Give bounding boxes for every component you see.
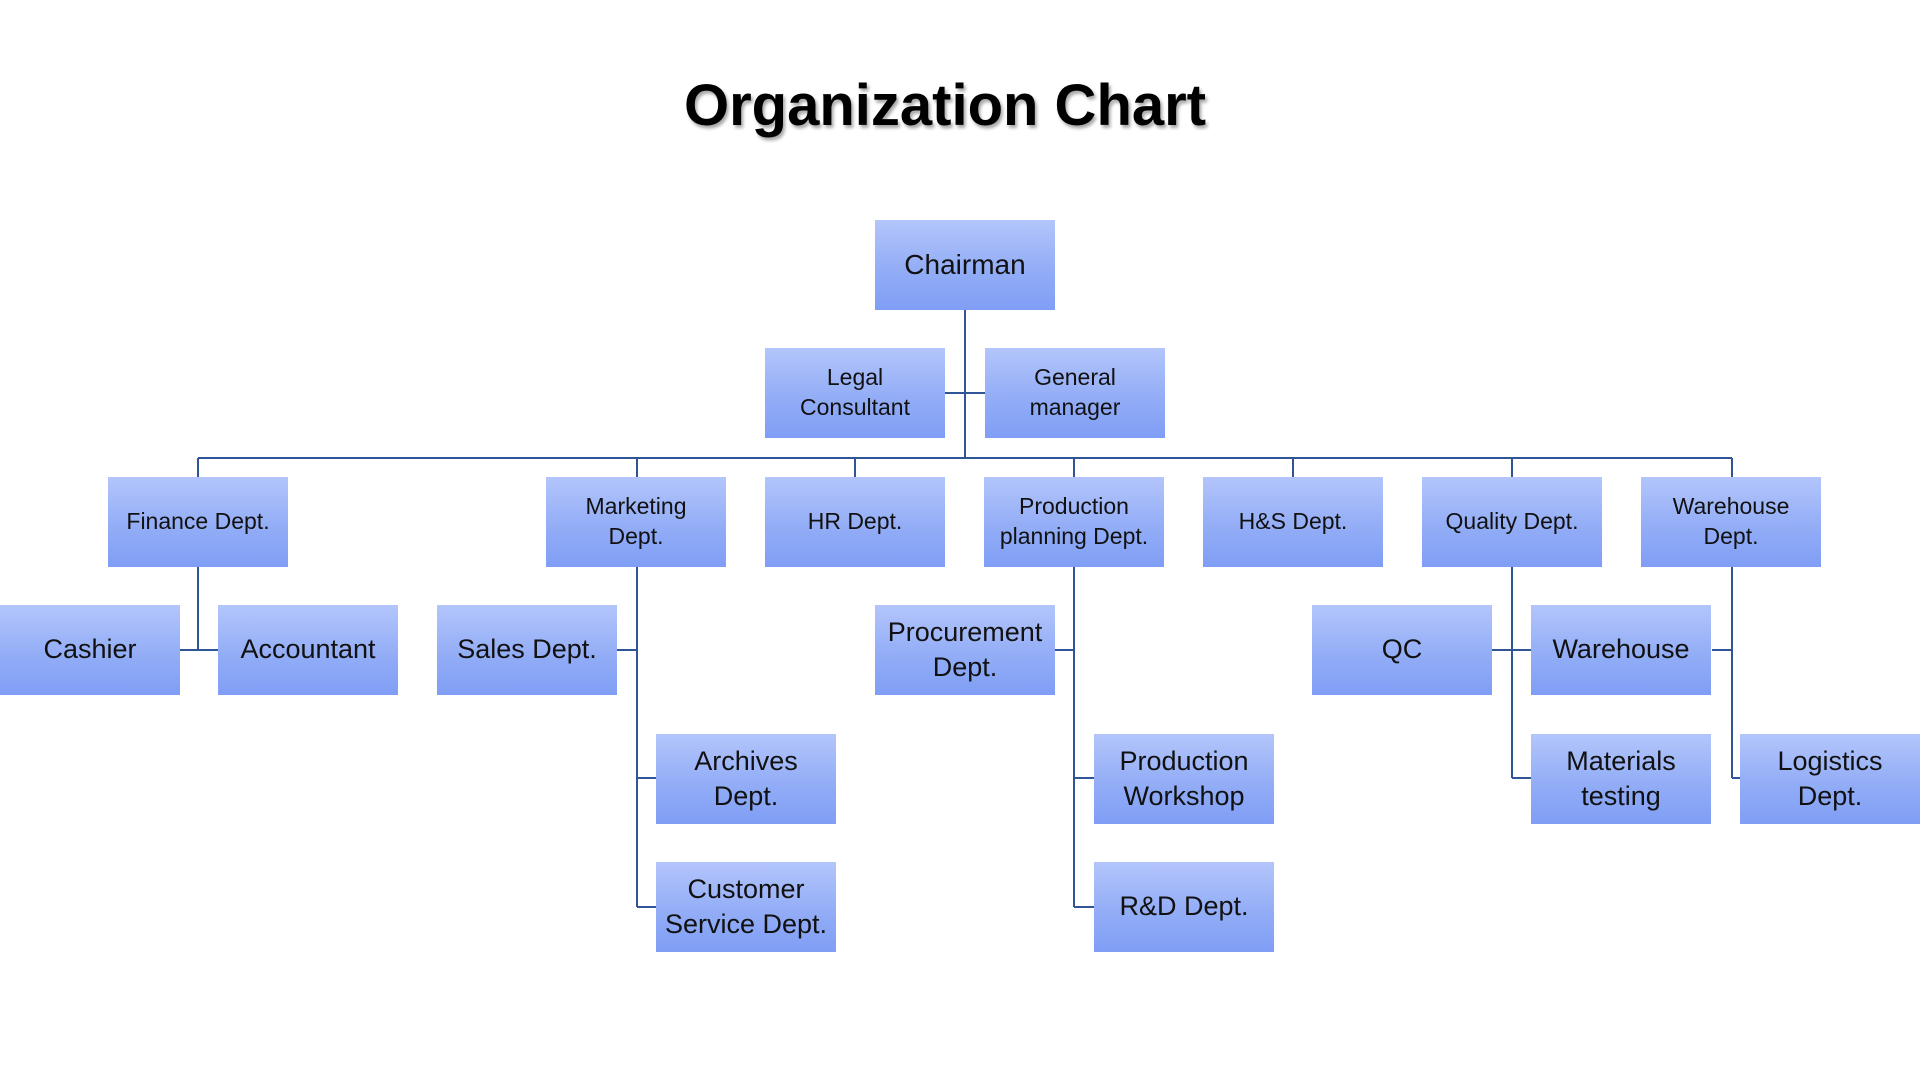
node-customer-service-dept[interactable]: Customer Service Dept. [656,862,836,952]
node-sales-dept[interactable]: Sales Dept. [437,605,617,695]
node-chairman[interactable]: Chairman [875,220,1055,310]
connector-marketing-children [617,567,656,908]
node-logistics-dept[interactable]: Logistics Dept. [1740,734,1920,824]
connector-production-planning-children [1055,567,1094,908]
connector-finance-children [179,567,218,651]
node-general-manager[interactable]: General manager [985,348,1165,438]
node-production-workshop[interactable]: Production Workshop [1094,734,1274,824]
node-qc[interactable]: QC [1312,605,1492,695]
node-hs-dept[interactable]: H&S Dept. [1203,477,1383,567]
connector-quality-children [1492,567,1531,779]
node-cashier[interactable]: Cashier [0,605,180,695]
node-hr-dept[interactable]: HR Dept. [765,477,945,567]
node-warehouse-dept[interactable]: Warehouse Dept. [1641,477,1821,567]
node-legal-consultant[interactable]: Legal Consultant [765,348,945,438]
node-archives-dept[interactable]: Archives Dept. [656,734,836,824]
node-accountant[interactable]: Accountant [218,605,398,695]
node-rd-dept[interactable]: R&D Dept. [1094,862,1274,952]
node-quality-dept[interactable]: Quality Dept. [1422,477,1602,567]
node-warehouse[interactable]: Warehouse [1531,605,1711,695]
node-materials-testing[interactable]: Materials testing [1531,734,1711,824]
node-procurement-dept[interactable]: Procurement Dept. [875,605,1055,695]
node-marketing-dept[interactable]: Marketing Dept. [546,477,726,567]
node-production-planning-dept[interactable]: Production planning Dept. [984,477,1164,567]
page-title: Organization Chart [683,73,1207,138]
node-finance-dept[interactable]: Finance Dept. [108,477,288,567]
